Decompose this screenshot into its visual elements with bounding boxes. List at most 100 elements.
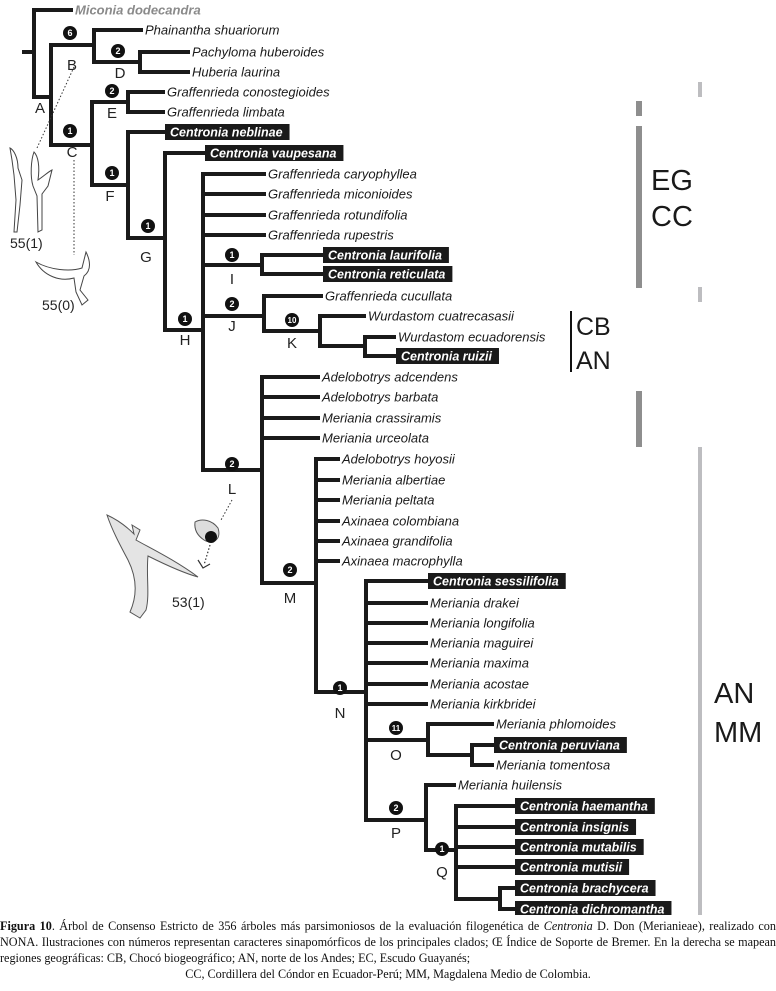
taxon-mur: Meriania urceolata [322, 431, 429, 446]
taxon-label: Centronia haemantha [520, 800, 648, 814]
taxon-label: Phainantha shuariorum [145, 23, 280, 38]
clade-letter: H [180, 332, 191, 349]
bremer-circle [111, 44, 125, 58]
clade-I: 1I [225, 248, 239, 288]
taxon-label: Adelobotrys hoyosii [341, 452, 456, 467]
character-illustrations: 55(1)55(0)53(1) [9, 66, 233, 619]
taxon-label: Graffenrieda miconioides [268, 187, 413, 202]
bremer-circle [435, 842, 449, 856]
taxon-label: Graffenrieda caryophyllea [268, 167, 417, 182]
figure-caption: Figura 10. Árbol de Consenso Estricto de… [0, 918, 776, 982]
bremer-badge: 2 [105, 84, 119, 98]
taxon-cdi: Centronia dichromantha [515, 901, 672, 915]
clade-P: 2P [389, 801, 403, 842]
taxon-cne: Centronia neblinae [165, 124, 290, 140]
taxon-label: Centronia insignis [520, 821, 629, 835]
region-cban: CB AN [576, 313, 611, 375]
bremer-badge: 1 [435, 842, 449, 856]
bremer-value: 11 [392, 724, 401, 733]
taxon-highlight-bg [515, 798, 655, 814]
phylogenetic-tree: 55(1)55(0)53(1) Miconia dodecandraPhaina… [9, 3, 762, 915]
bremer-badge: 1 [63, 124, 77, 138]
taxon-label: Huberia laurina [192, 65, 280, 80]
bremer-badge: 1 [225, 248, 239, 262]
taxon-aad: Adelobotrys adcendens [321, 370, 458, 385]
anther-dot [205, 531, 217, 543]
clade-O: 11O [389, 721, 403, 764]
clade-letter: D [115, 65, 126, 82]
taxon-label: Meriania albertiae [342, 473, 445, 488]
taxon-cmu: Centronia mutabilis [515, 839, 644, 855]
taxon-label: Miconia dodecandra [75, 3, 201, 18]
taxon-cre: Centronia reticulata [323, 266, 453, 282]
taxon-label: Axinaea macrophylla [341, 554, 463, 569]
bremer-circle [285, 313, 299, 327]
taxon-cva: Centronia vaupesana [205, 145, 344, 161]
taxon-mdr: Meriania drakei [430, 596, 520, 611]
taxon-label: Meriania peltata [342, 493, 435, 508]
taxon-label: Meriania phlomoides [496, 717, 616, 732]
pointer-line [36, 66, 75, 149]
taxon-label: Axinaea colombiana [341, 514, 459, 529]
bremer-circle [105, 166, 119, 180]
region-code: EG [651, 165, 693, 197]
bremer-value: 2 [115, 46, 120, 56]
taxon-gcu: Graffenrieda cucullata [325, 289, 452, 304]
region-code: AN [576, 347, 611, 375]
bremer-value: 6 [67, 28, 72, 38]
taxon-mto: Meriania tomentosa [496, 758, 610, 773]
region-code: MM [714, 717, 762, 749]
bremer-value: 1 [182, 314, 187, 324]
clade-letter: N [335, 705, 346, 722]
taxon-gli: Graffenrieda limbata [167, 105, 285, 120]
pointer-line [220, 499, 233, 521]
arrow-line [203, 544, 211, 566]
tree-branches [22, 8, 515, 911]
taxon-label: Graffenrieda conostegioides [167, 85, 330, 100]
taxon-mic: Miconia dodecandra [75, 3, 201, 18]
bremer-badge: 1 [105, 166, 119, 180]
taxon-mal: Meriania albertiae [342, 473, 445, 488]
taxon-label: Wurdastom cuatrecasasii [368, 309, 515, 324]
clade-letter: K [287, 335, 297, 352]
taxon-label: Meriania huilensis [458, 778, 563, 793]
taxon-cha: Centronia haemantha [515, 798, 655, 814]
bremer-value: 2 [287, 565, 292, 575]
clade-letter: G [140, 249, 152, 266]
taxon-label: Centronia neblinae [170, 126, 283, 140]
clade-letter: M [284, 590, 297, 607]
taxon-gmi: Graffenrieda miconioides [268, 187, 413, 202]
taxon-gca: Graffenrieda caryophyllea [268, 167, 417, 182]
clade-letter: Q [436, 864, 448, 881]
bremer-value: 1 [229, 250, 234, 260]
clade-H: 1H [178, 312, 192, 349]
region-code: CB [576, 313, 611, 341]
bremer-value: 2 [229, 299, 234, 309]
bremer-badge: 2 [225, 297, 239, 311]
bremer-value: 1 [67, 126, 72, 136]
taxon-label: Centronia vaupesana [210, 147, 336, 161]
bremer-badge: 1 [333, 681, 347, 695]
bremer-circle [225, 457, 239, 471]
bremer-badge: 1 [178, 312, 192, 326]
caption-last-line: CC, Cordillera del Cóndor en Ecuador-Per… [185, 967, 591, 981]
taxon-highlight-bg [494, 737, 627, 753]
taxon-highlight-bg [515, 901, 672, 915]
taxon-hub: Huberia laurina [192, 65, 280, 80]
taxon-label: Centronia reticulata [328, 268, 445, 282]
taxon-label: Centronia brachycera [520, 882, 649, 896]
illustration-55-1: 55(1) [9, 66, 75, 251]
bremer-circle [63, 124, 77, 138]
taxon-wcu: Wurdastom cuatrecasasii [368, 309, 515, 324]
bremer-circle [178, 312, 192, 326]
stamen-drawing [106, 514, 199, 619]
bremer-value: 10 [288, 316, 297, 325]
clade-Q: 1Q [435, 842, 449, 881]
bremer-badge: 2 [389, 801, 403, 815]
bremer-value: 1 [109, 168, 114, 178]
taxon-label: Graffenrieda rupestris [268, 228, 394, 243]
taxon-label: Pachyloma huberoides [192, 45, 325, 60]
